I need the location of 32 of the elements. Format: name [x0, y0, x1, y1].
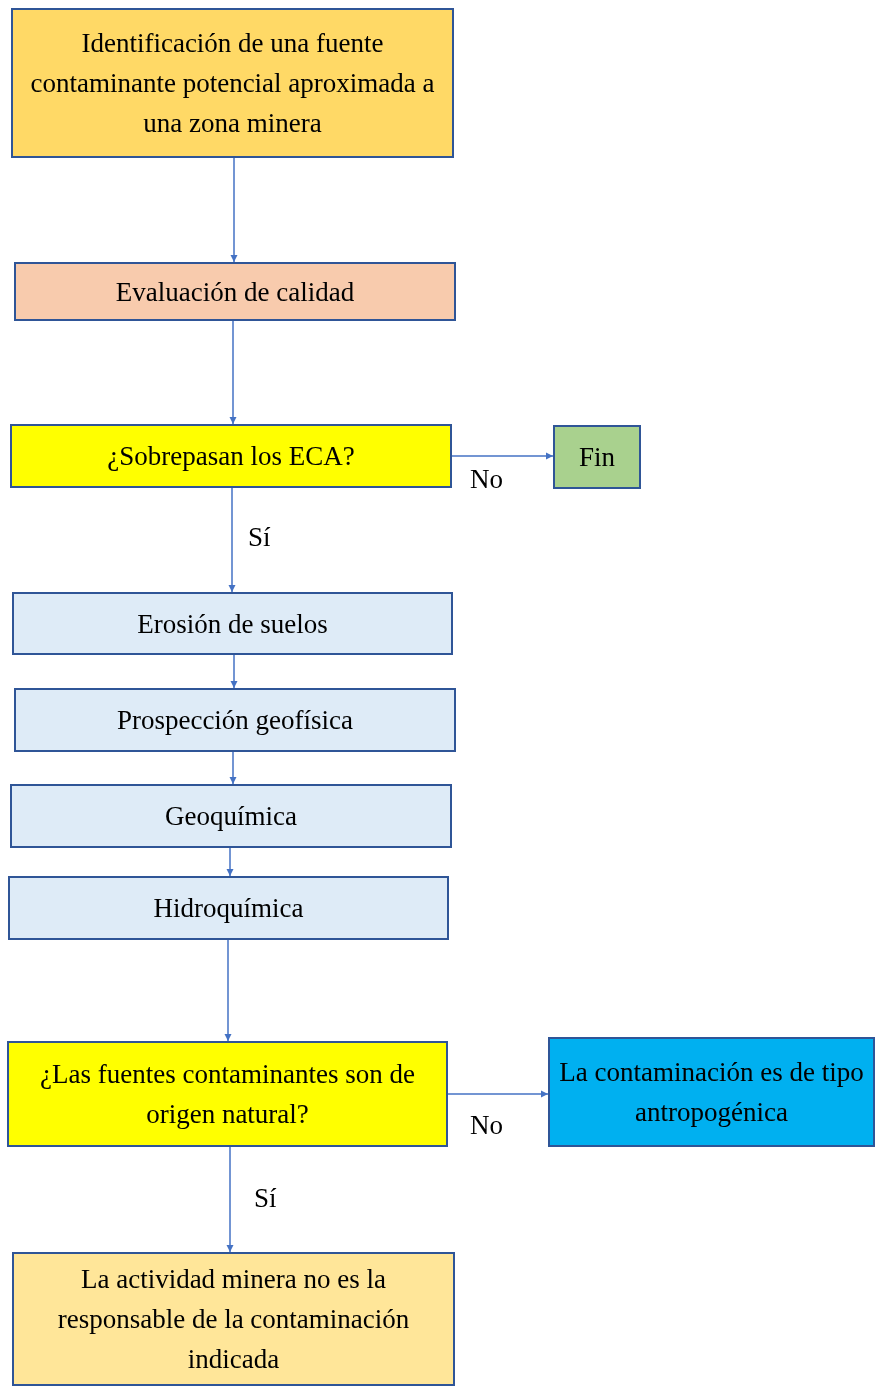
process-box: [10, 784, 452, 848]
box-text: Fin: [579, 441, 615, 474]
process-box: [10, 424, 452, 488]
process-box: [7, 1041, 448, 1147]
process-box: [553, 425, 641, 489]
process-box: [12, 592, 453, 655]
process-box: [14, 688, 456, 752]
process-box: [8, 876, 449, 940]
arrow: [226, 847, 234, 877]
process-box: [14, 262, 456, 321]
process-box: [11, 8, 454, 158]
arrow: [226, 1146, 234, 1253]
box-text: Geoquímica: [165, 800, 297, 833]
arrow: [224, 939, 232, 1042]
box-text: Identificación de una fuente contaminante potencial aproximada a una zona minera: [29, 27, 436, 140]
box-text: Prospección geofísica: [116, 704, 354, 737]
arrow: [229, 320, 237, 425]
arrow: [230, 654, 238, 689]
arrow: [447, 1090, 549, 1098]
box-text: Evaluación de calidad: [115, 275, 355, 309]
box-text: Erosión de suelos: [137, 607, 328, 641]
box-text: La contaminación es de tipo antropogénica: [558, 1056, 865, 1129]
box-text: ¿Las fuentes contaminantes son de origen natural?: [39, 1058, 416, 1131]
box-text: ¿Sobrepasan los ECA?: [107, 440, 355, 473]
process-box: [12, 1252, 455, 1386]
box-text: Hidroquímica: [153, 892, 304, 925]
arrow: [230, 157, 238, 263]
arrow: [451, 452, 554, 460]
arrow: [229, 751, 237, 785]
arrow: [228, 487, 236, 593]
process-box: [548, 1037, 875, 1147]
box-text: La actividad minera no es la responsable de la contaminación indicada: [56, 1263, 411, 1376]
